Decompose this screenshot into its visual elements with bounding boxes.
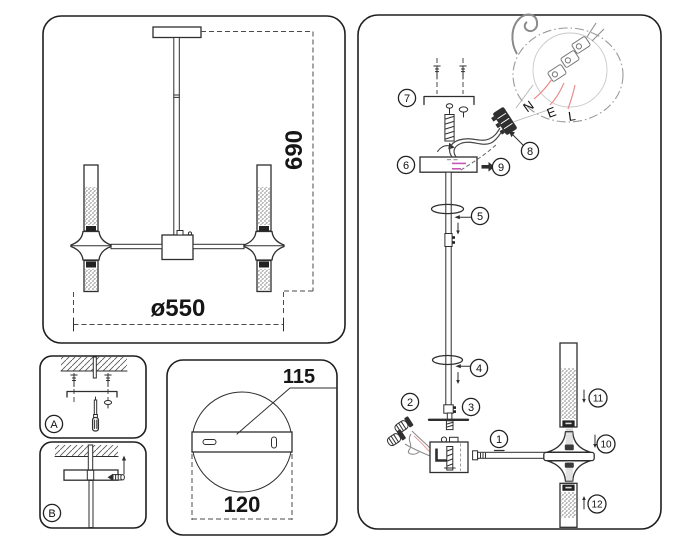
lead-live [567, 84, 576, 110]
lock-ring-lower [431, 354, 464, 366]
diameter-dimension: ø550 [73, 292, 284, 332]
anchor-screw-left [70, 374, 78, 387]
step-badge-2: 2 [400, 392, 420, 412]
chandelier-front-view: 690 ø550 [70, 26, 314, 332]
lead-earth [549, 82, 565, 106]
slide-arrow-icon [481, 162, 495, 172]
stem-rod [173, 37, 180, 236]
canopy-top-view-panel [166, 359, 338, 536]
step-badge-8: 8 [520, 141, 540, 161]
lamp-arm [477, 451, 549, 459]
inset-b-badge: B [42, 503, 62, 523]
label-live: L [567, 108, 576, 124]
hook-wire-icon [511, 13, 539, 55]
up-arrow [121, 455, 127, 475]
wire-connector-1 [394, 416, 414, 434]
fixture-wire [453, 130, 503, 158]
step-badge-12: 12 [587, 494, 607, 514]
bracket-slot-left [202, 439, 217, 445]
mounting-bracket [423, 95, 475, 106]
left-lamp [70, 164, 112, 293]
anchor-screw-right [104, 374, 112, 387]
step-badge-1: 1 [489, 429, 509, 449]
down-rod [445, 171, 452, 406]
bracket-slot-right [271, 436, 277, 449]
leader-line-115 [236, 387, 338, 435]
rod-end-fitting [443, 404, 454, 414]
svg-text:3: 3 [468, 402, 474, 414]
step-badge-5: 5 [470, 206, 490, 226]
svg-text:7: 7 [404, 93, 410, 105]
cross-mount-piece [427, 412, 470, 431]
inset-a-drawing: A [44, 356, 128, 434]
washer-icon [103, 400, 113, 409]
lamp-holder [543, 428, 595, 485]
terminal-detail [547, 22, 605, 82]
connector-wires [404, 430, 431, 457]
canopy-screw-icon [444, 103, 469, 142]
inset-b-drawing: B [42, 444, 127, 528]
canopy-top-view: 115 120 [191, 366, 338, 520]
anchor-screw-2 [459, 65, 467, 80]
mounting-bracket-a [66, 390, 118, 398]
arm-end-cap [472, 450, 479, 461]
mounting-bracket-top-view [191, 431, 293, 453]
junction-box [429, 436, 469, 474]
svg-text:9: 9 [498, 162, 504, 174]
step-badge-11: 11 [588, 388, 608, 408]
step-badge-9: 9 [491, 157, 511, 177]
assembly-steps-panel [357, 14, 662, 530]
svg-text:1: 1 [496, 434, 502, 446]
canopy-dimension-label: 120 [224, 492, 261, 517]
anchor-screw-1 [433, 65, 441, 80]
svg-text:11: 11 [593, 394, 604, 405]
front-view-panel [42, 15, 346, 344]
svg-text:2: 2 [407, 397, 413, 409]
step-badge-10: 10 [596, 434, 616, 454]
terminal-block [491, 107, 517, 135]
svg-text:4: 4 [476, 363, 482, 375]
step-4-arrow [455, 364, 471, 384]
screwdriver-icon [91, 396, 100, 432]
step-badge-4: 4 [469, 358, 489, 378]
step-8-arrow [508, 131, 524, 146]
lead-neutral [533, 78, 553, 100]
center-junction-box [161, 234, 194, 261]
lower-glass-tube [559, 482, 578, 528]
ceiling-plate [152, 26, 202, 39]
inset-a-panel [39, 355, 147, 439]
diameter-dimension-label: ø550 [151, 295, 206, 322]
bracket-dimension-label: 115 [283, 366, 315, 388]
left-arm [110, 243, 163, 250]
wire-connector-2 [386, 429, 406, 447]
side-screw-icon [107, 473, 125, 481]
mains-wire [449, 127, 501, 158]
upper-glass-tube [559, 342, 578, 428]
holder-plate [543, 451, 595, 462]
height-dimension: 690 [201, 31, 314, 292]
step-badge-6: 6 [396, 155, 416, 175]
lock-ring-upper [430, 203, 465, 215]
inset-a-badge: A [44, 414, 64, 434]
svg-text:B: B [48, 508, 55, 520]
step-5-arrow [454, 215, 472, 235]
right-arm [192, 243, 245, 250]
rod-coupler [444, 233, 453, 247]
assembly-diagram: 7 6 [386, 13, 624, 528]
svg-text:5: 5 [477, 211, 483, 223]
step-badge-3: 3 [461, 397, 481, 417]
svg-text:10: 10 [600, 440, 612, 451]
step-12-arrow [582, 496, 586, 510]
step-11-arrow [582, 389, 586, 403]
svg-text:12: 12 [591, 500, 603, 511]
wiring-detail-callout: N E L [511, 13, 624, 124]
svg-text:8: 8 [527, 146, 533, 158]
step-10-arrow [593, 434, 597, 448]
right-lamp [243, 164, 285, 293]
ceiling-hatch-b [55, 445, 118, 457]
height-dimension-label: 690 [281, 130, 308, 170]
step-badge-7: 7 [397, 88, 417, 108]
svg-text:6: 6 [403, 160, 409, 172]
svg-text:A: A [50, 419, 58, 431]
